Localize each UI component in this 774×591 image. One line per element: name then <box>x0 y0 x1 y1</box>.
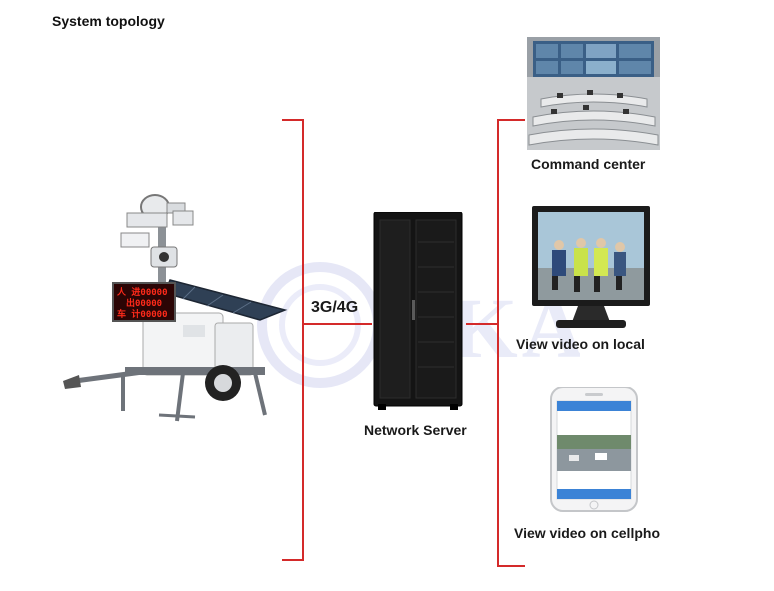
diagram-title: System topology <box>52 13 165 29</box>
link-line-left <box>304 323 372 325</box>
connection-label: 3G/4G <box>311 299 359 316</box>
endpoint-label-command-center: Command center <box>531 156 646 172</box>
command-center-image <box>527 37 660 150</box>
endpoint-label-local: View video on local <box>516 336 645 352</box>
led-line-2: 出00000 <box>126 297 162 309</box>
link-line-right <box>466 323 498 325</box>
led-line-1: 人 进00000 <box>116 286 168 298</box>
left-bracket <box>282 119 304 561</box>
right-bracket <box>497 119 525 567</box>
led-sign-board <box>112 282 176 322</box>
network-server-rack <box>373 212 463 410</box>
led-line-3: 车 计00000 <box>117 308 168 320</box>
local-monitor-image <box>532 206 650 328</box>
endpoint-label-cellphone: View video on cellpho <box>514 525 660 541</box>
solar-surveillance-trailer: 人 进00000 出00000 车 计00000 <box>63 194 288 422</box>
server-label: Network Server <box>364 422 467 438</box>
cellphone-image <box>550 387 638 512</box>
